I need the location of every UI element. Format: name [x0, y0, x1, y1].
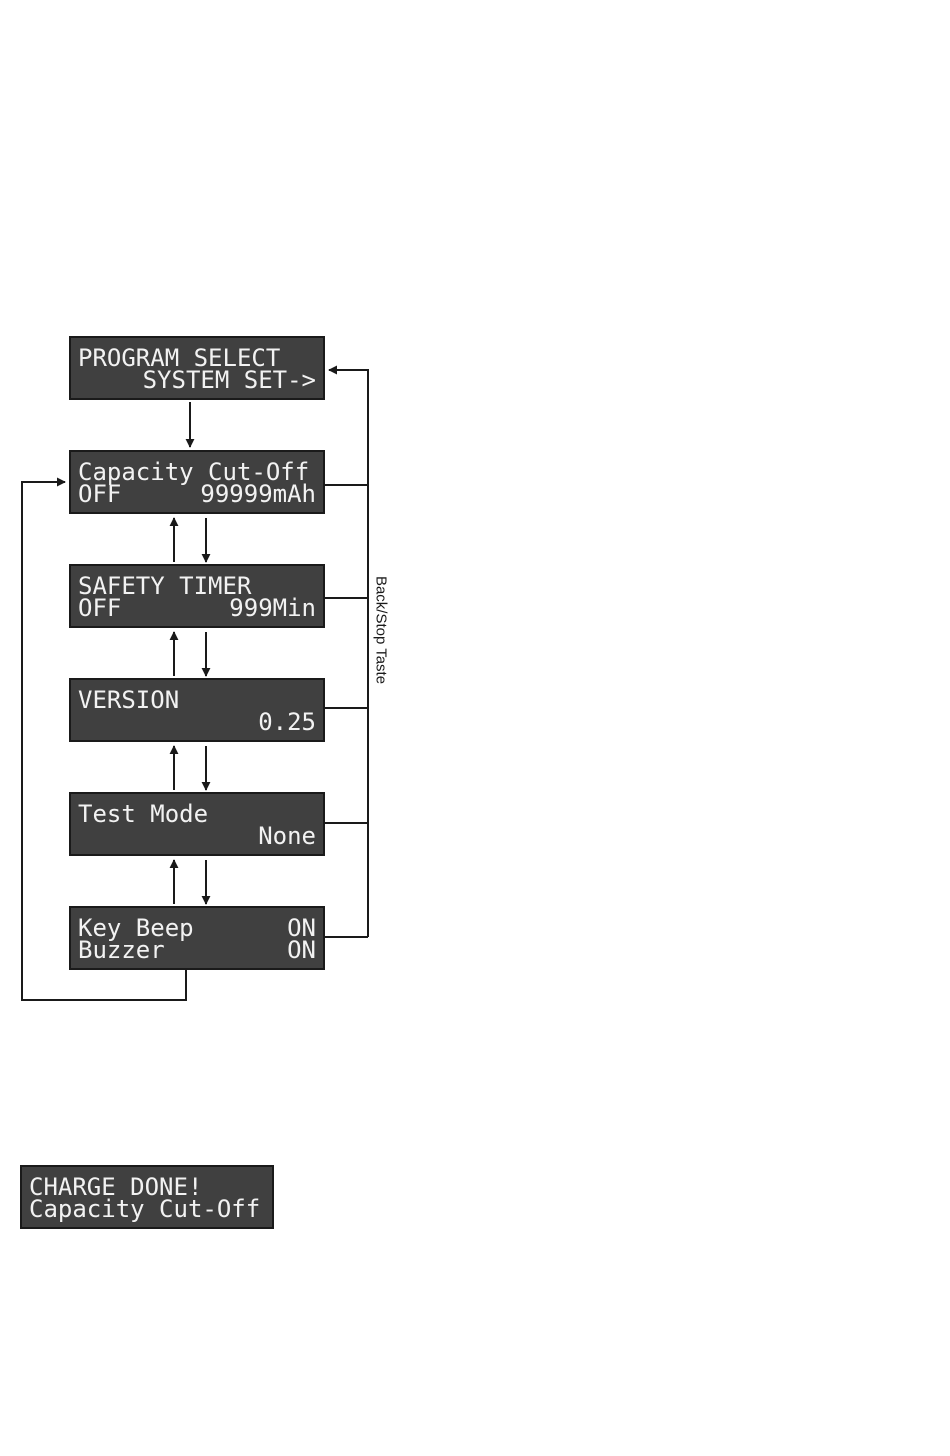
lcd-charge-done: CHARGE DONE! Capacity Cut-Off [20, 1165, 274, 1229]
lcd-program-select: PROGRAM SELECT SYSTEM SET-> [69, 336, 325, 400]
lcd-capacity-cutoff: Capacity Cut-Off OFF 99999mAh [69, 450, 325, 514]
lcd-line-2: None [78, 825, 316, 847]
lcd-test-mode: Test Mode None [69, 792, 325, 856]
lcd-line-2: OFF 99999mAh [78, 483, 316, 505]
lcd-version: VERSION 0.25 [69, 678, 325, 742]
lcd-beep-buzzer: Key Beep ON Buzzer ON [69, 906, 325, 970]
lcd-line-2: Capacity Cut-Off [29, 1198, 265, 1220]
lcd-line-2: OFF 999Min [78, 597, 316, 619]
back-stop-bus [329, 370, 368, 937]
lcd-line-2: Buzzer ON [78, 939, 316, 961]
lcd-line-2: 0.25 [78, 711, 316, 733]
back-stop-label: Back/Stop Taste [373, 576, 390, 684]
lcd-safety-timer: SAFETY TIMER OFF 999Min [69, 564, 325, 628]
lcd-line-2: SYSTEM SET-> [78, 369, 316, 391]
